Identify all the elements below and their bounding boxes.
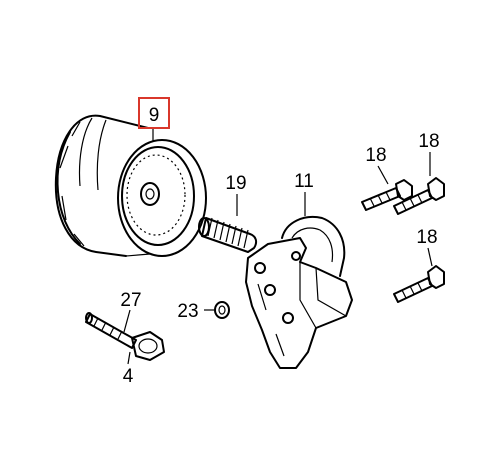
leader-bolt-lower	[427, 247, 433, 267]
callout-filter-base: 11	[294, 171, 314, 192]
callout-washer: 23	[177, 301, 198, 322]
callout-flange-bolt-sub: 4	[123, 366, 134, 387]
sealing-washer[interactable]	[214, 301, 230, 319]
callout-stud-bolt: 19	[225, 173, 246, 194]
bolt-lower[interactable]	[393, 265, 445, 303]
callout-bolt-upper-left: 18	[365, 145, 386, 166]
leader-flange-bolt	[123, 309, 131, 333]
highlight-box-oil-filter	[138, 97, 170, 129]
leader-flange-bolt-sub	[127, 351, 131, 365]
callout-oil-filter: 9	[149, 105, 160, 126]
oil-filter[interactable]	[54, 114, 207, 257]
oil-filter-base[interactable]	[245, 216, 353, 369]
callout-bolt-upper-right: 18	[418, 131, 439, 152]
callout-bolt-lower: 18	[416, 227, 437, 248]
leader-bolt-upper-left	[377, 165, 389, 185]
stud-bolt[interactable]	[198, 217, 258, 253]
bolt-upper-left[interactable]	[361, 179, 413, 211]
bolt-upper-right[interactable]	[393, 177, 445, 215]
callout-flange-bolt: 27	[120, 290, 141, 311]
flange-bolt[interactable]	[85, 312, 165, 361]
